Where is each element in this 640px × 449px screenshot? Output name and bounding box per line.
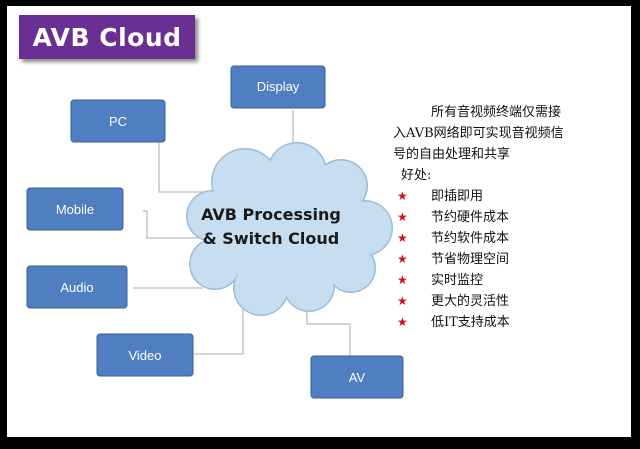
intro-line: 号的自由处理和共享 <box>393 147 511 162</box>
connector-pc <box>158 139 215 193</box>
benefit-item: ★ 实时监控 <box>393 270 633 291</box>
benefit-item: ★ 即插即用 <box>393 186 633 207</box>
node-audio: Audio <box>26 265 128 309</box>
connector-lines <box>133 110 351 356</box>
node-mobile-label: Mobile <box>56 202 94 217</box>
benefit-text: 低IT支持成本 <box>431 315 510 330</box>
slide: AVB Cloud <box>7 6 631 437</box>
cloud-shape <box>186 142 393 316</box>
cloud-label-line1: AVB Processing <box>201 205 341 224</box>
node-video-label: Video <box>128 348 161 363</box>
notes-panel: 所有音视频终端仅需接 入AVB网络即可实现音视频信 号的自由处理和共享 好处: … <box>393 102 633 333</box>
red-star-icon: ★ <box>397 252 408 266</box>
red-star-icon: ★ <box>397 294 408 308</box>
node-av: AV <box>310 355 404 399</box>
benefit-item: ★ 节约软件成本 <box>393 228 633 249</box>
benefit-item: ★ 低IT支持成本 <box>393 312 633 333</box>
benefit-text: 即插即用 <box>431 189 484 204</box>
red-star-icon: ★ <box>397 210 408 224</box>
connector-mobile <box>143 210 203 239</box>
intro-text: 所有音视频终端仅需接 入AVB网络即可实现音视频信 号的自由处理和共享 <box>393 102 633 165</box>
benefits-label: 好处: <box>401 168 432 183</box>
benefit-text: 节约硬件成本 <box>431 210 510 225</box>
benefit-item: ★ 更大的灵活性 <box>393 291 633 312</box>
benefit-item: ★ 节省物理空间 <box>393 249 633 270</box>
benefit-text: 实时监控 <box>431 273 484 288</box>
node-av-label: AV <box>349 370 366 385</box>
node-video: Video <box>96 333 194 377</box>
network-diagram: AVB Processing & Switch Cloud Display PC… <box>26 65 404 399</box>
red-star-icon: ★ <box>397 231 408 245</box>
node-display: Display <box>230 65 326 109</box>
node-mobile: Mobile <box>26 187 124 231</box>
red-star-icon: ★ <box>397 273 408 287</box>
cloud-label-line2: & Switch Cloud <box>203 229 339 248</box>
red-star-icon: ★ <box>397 315 408 329</box>
benefit-item: ★ 节约硬件成本 <box>393 207 633 228</box>
intro-line: 入AVB网络即可实现音视频信 <box>393 126 564 141</box>
slide-title: AVB Cloud <box>32 22 182 52</box>
benefit-text: 节约软件成本 <box>431 231 510 246</box>
intro-line: 所有音视频终端仅需接 <box>431 105 562 120</box>
connector-av <box>306 302 351 356</box>
node-display-label: Display <box>257 79 300 94</box>
benefit-text: 节省物理空间 <box>431 252 510 267</box>
node-pc-label: PC <box>109 114 127 129</box>
title-banner: AVB Cloud <box>19 15 195 59</box>
red-star-icon: ★ <box>397 189 408 203</box>
benefit-text: 更大的灵活性 <box>431 294 510 309</box>
node-pc: PC <box>70 99 166 143</box>
connector-video <box>177 306 244 355</box>
node-audio-label: Audio <box>60 280 93 295</box>
